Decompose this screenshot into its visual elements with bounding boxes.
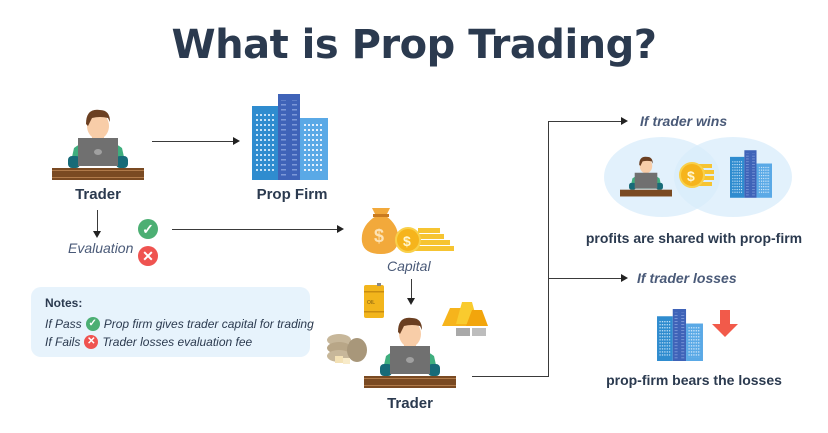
trader-at-laptop-icon bbox=[364, 317, 456, 388]
notes-row-pass: If Pass ✓ Prop firm gives trader capital… bbox=[45, 317, 314, 331]
win-heading: If trader wins bbox=[640, 113, 728, 129]
arrow-to-losses bbox=[548, 278, 622, 279]
arrowhead-icon bbox=[407, 298, 415, 305]
arrowhead-icon bbox=[621, 274, 628, 282]
svg-text:$: $ bbox=[374, 226, 384, 246]
prop-firm-small-illustration bbox=[730, 150, 772, 198]
trader-illustration bbox=[52, 102, 144, 182]
notes-condition: If Pass bbox=[45, 317, 82, 331]
arrow-capital-to-trader bbox=[411, 279, 412, 299]
notes-row-fail: If Fails ✕ Trader losses evaluation fee bbox=[45, 335, 252, 349]
svg-text:$: $ bbox=[403, 233, 411, 249]
check-circle-icon: ✓ bbox=[85, 317, 100, 331]
buildings-icon bbox=[657, 309, 703, 361]
notes-text: Prop firm gives trader capital for tradi… bbox=[103, 317, 314, 331]
notes-text: Trader losses evaluation fee bbox=[102, 335, 253, 349]
check-circle-icon: ✓ bbox=[138, 219, 158, 239]
money-bag-coins-icon: $ $ bbox=[361, 208, 454, 254]
trader-at-laptop-icon bbox=[620, 156, 672, 197]
trader-label: Trader bbox=[75, 186, 121, 203]
loss-caption: prop-firm bears the losses bbox=[606, 372, 782, 388]
trader-illustration-center bbox=[364, 310, 456, 390]
trader-small-illustration bbox=[620, 152, 672, 198]
capital-illustration: $ $ bbox=[360, 200, 456, 256]
gold-bars-icon bbox=[438, 298, 490, 338]
prop-firm-loss-illustration bbox=[657, 309, 703, 361]
buildings-icon bbox=[252, 94, 328, 180]
x-circle-icon: ✕ bbox=[84, 335, 99, 349]
arrow-trader-to-firm bbox=[152, 141, 234, 142]
evaluation-label: Evaluation bbox=[68, 240, 134, 256]
arrowhead-icon bbox=[337, 225, 344, 233]
prop-firm-illustration bbox=[252, 94, 328, 180]
trader-at-laptop-icon bbox=[52, 109, 144, 180]
notes-box: Notes: If Pass ✓ Prop firm gives trader … bbox=[31, 287, 314, 357]
arrow-to-wins bbox=[548, 121, 622, 122]
x-circle-icon: ✕ bbox=[138, 246, 158, 266]
capital-label: Capital bbox=[387, 258, 431, 274]
arrow-evaluation-to-capital bbox=[172, 229, 338, 230]
page-title: What is Prop Trading? bbox=[171, 22, 657, 68]
arrow-trader-to-evaluation bbox=[97, 210, 98, 232]
coin-stack-icon: $ bbox=[678, 160, 716, 190]
win-caption: profits are shared with prop-firm bbox=[585, 230, 803, 246]
commodity-sacks-icon bbox=[325, 330, 369, 366]
connector-vertical bbox=[548, 121, 549, 377]
buildings-icon bbox=[730, 150, 772, 198]
connector-trader-out bbox=[472, 376, 548, 377]
loss-down-arrow-icon bbox=[711, 310, 739, 338]
arrowhead-icon bbox=[621, 117, 628, 125]
arrowhead-icon bbox=[233, 137, 240, 145]
trader-label-center: Trader bbox=[387, 395, 433, 412]
loss-heading: If trader losses bbox=[637, 270, 737, 286]
svg-text:$: $ bbox=[687, 168, 695, 184]
oil-barrel-icon: OIL bbox=[363, 283, 385, 319]
svg-text:OIL: OIL bbox=[367, 300, 375, 306]
arrowhead-icon bbox=[93, 231, 101, 238]
notes-header: Notes: bbox=[45, 296, 83, 310]
prop-firm-label: Prop Firm bbox=[256, 186, 328, 203]
notes-condition: If Fails bbox=[45, 335, 81, 349]
